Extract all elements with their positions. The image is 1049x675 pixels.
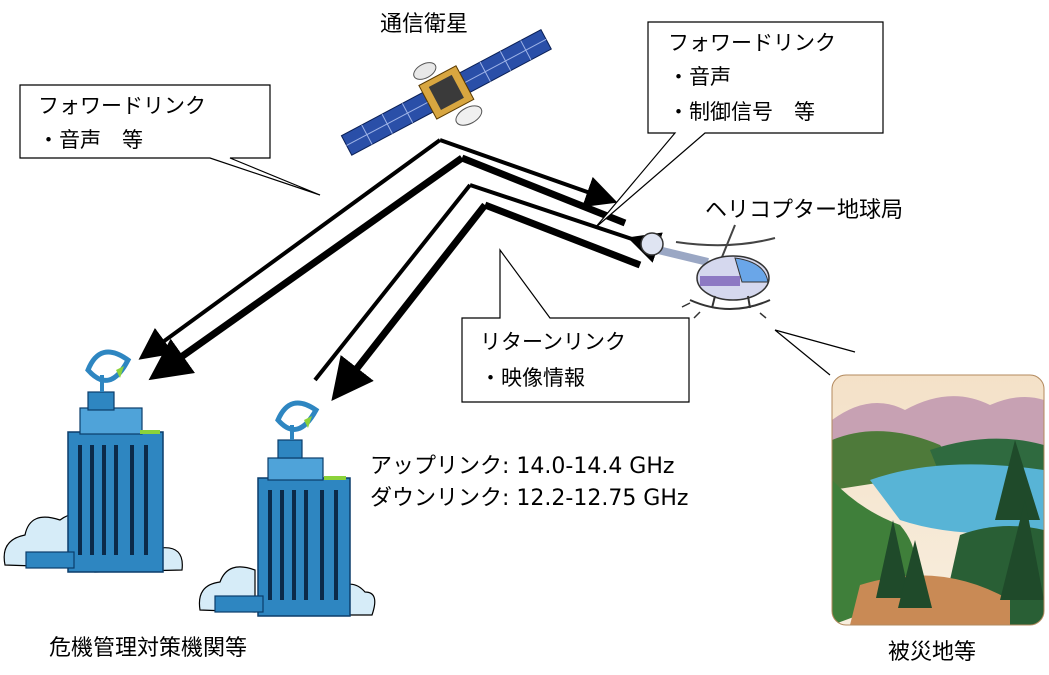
callout-forward-right-item-1: ・音声 bbox=[668, 65, 731, 89]
return-link-from-helicopter-2 bbox=[483, 201, 642, 269]
downlink-to-agency-2 bbox=[313, 183, 472, 382]
return-link-from-helicopter-1 bbox=[469, 183, 663, 263]
forward-link-to-agency-1 bbox=[138, 138, 442, 360]
disaster-pointer bbox=[774, 329, 856, 376]
callout-return bbox=[461, 248, 690, 403]
disaster-area-label: 被災地等 bbox=[888, 640, 977, 665]
disaster-area-landscape-icon bbox=[831, 374, 1045, 626]
callout-forward-right-title: フォワードリンク bbox=[668, 31, 836, 55]
callout-forward-right-item-2: ・制御信号 等 bbox=[668, 100, 815, 124]
callout-forward-left bbox=[19, 84, 321, 196]
callout-return-item: ・映像情報 bbox=[480, 366, 585, 390]
callout-forward-right bbox=[594, 21, 884, 229]
downlink-frequency-label: ダウンリンク: 12.2-12.75 GHz bbox=[370, 486, 689, 511]
callout-forward-left-item: ・音声 等 bbox=[38, 128, 143, 152]
forward-link-to-helicopter-2 bbox=[460, 154, 627, 227]
helicopter-icon bbox=[640, 224, 776, 319]
agency-building-icon-2 bbox=[198, 400, 376, 617]
callout-return-title: リターンリンク bbox=[480, 330, 626, 354]
callout-forward-left-title: フォワードリンク bbox=[38, 94, 206, 118]
satellite-icon bbox=[340, 28, 552, 156]
satellite-label: 通信衛星 bbox=[380, 12, 469, 37]
forward-link-to-agency-2 bbox=[148, 155, 465, 381]
return-link-to-agency bbox=[331, 202, 488, 402]
agency-label: 危機管理対策機関等 bbox=[49, 636, 248, 661]
agency-building-icon-1 bbox=[3, 349, 183, 573]
helicopter-label: ヘリコプター地球局 bbox=[705, 198, 904, 223]
forward-link-to-helicopter-1 bbox=[439, 138, 618, 208]
uplink-frequency-label: アップリンク: 14.0-14.4 GHz bbox=[370, 454, 675, 479]
